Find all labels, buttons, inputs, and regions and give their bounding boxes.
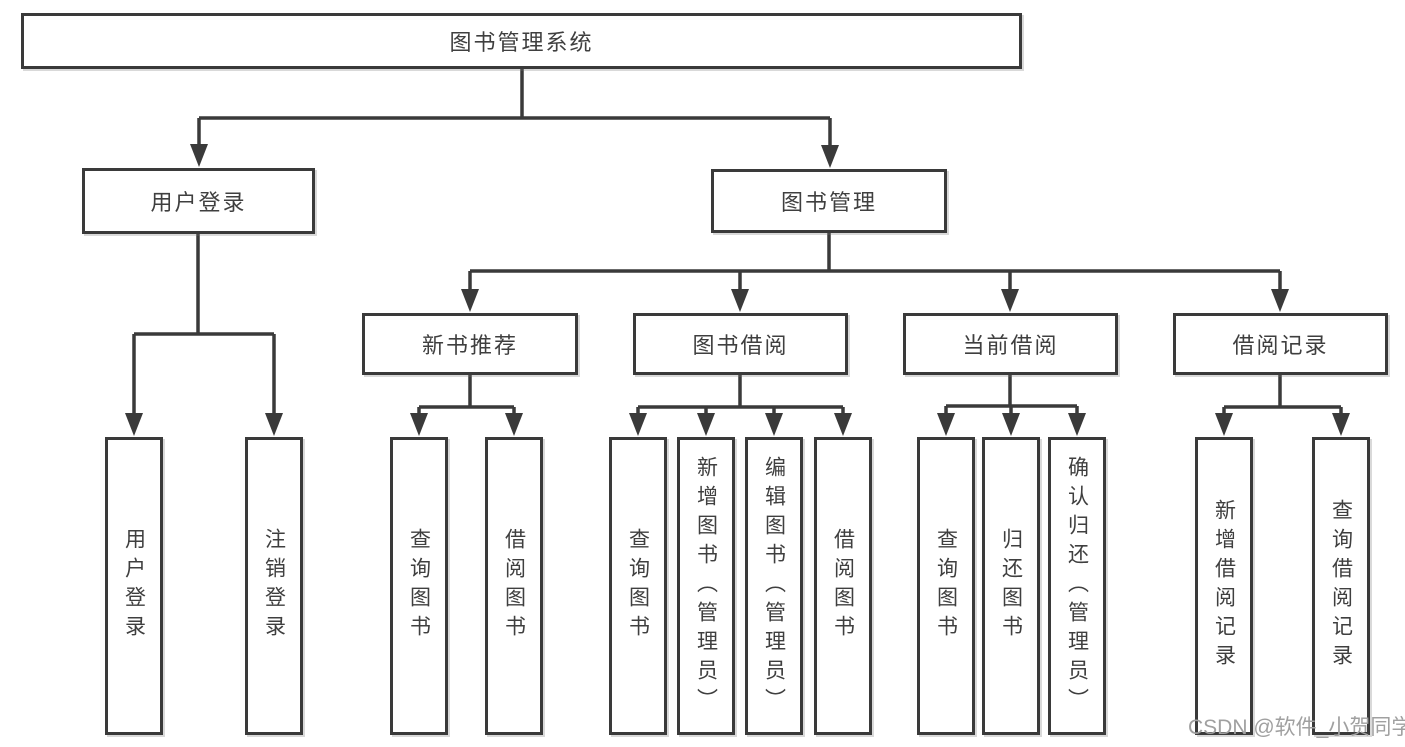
node-current-borrowing-label: 当前借阅: [962, 333, 1059, 358]
leaf-query-borrow-record: 查询借阅记录: [1312, 437, 1370, 735]
leaf-user-login-label: 用户登录: [122, 528, 146, 644]
leaf-borrow-books-borrowing-label: 借阅图书: [831, 528, 855, 644]
node-book-borrowing: 图书借阅: [633, 313, 848, 375]
node-book-borrowing-label: 图书借阅: [692, 333, 789, 358]
node-root-library-system: 图书管理系统: [21, 13, 1022, 69]
leaf-query-books-recommend-label: 查询图书: [407, 528, 431, 644]
leaf-add-book-admin-label: 新增图书（管理员）: [694, 455, 718, 717]
leaf-borrow-books-borrowing: 借阅图书: [814, 437, 872, 735]
node-current-borrowing: 当前借阅: [903, 313, 1118, 375]
leaf-return-book: 归还图书: [982, 437, 1040, 735]
leaf-confirm-return-admin-label: 确认归还（管理员）: [1065, 455, 1089, 717]
leaf-query-books-current-label: 查询图书: [934, 528, 958, 644]
node-borrow-records-label: 借阅记录: [1232, 333, 1329, 358]
leaf-borrow-books-recommend-label: 借阅图书: [502, 528, 526, 644]
node-new-book-recommend-label: 新书推荐: [421, 333, 518, 358]
node-book-management-label: 图书管理: [780, 190, 877, 215]
leaf-edit-book-admin-label: 编辑图书（管理员）: [762, 455, 786, 717]
leaf-logout-label: 注销登录: [262, 528, 286, 644]
node-user-login: 用户登录: [82, 168, 315, 234]
leaf-query-books-borrowing: 查询图书: [609, 437, 667, 735]
leaf-add-book-admin: 新增图书（管理员）: [677, 437, 735, 735]
node-user-login-label: 用户登录: [150, 190, 247, 215]
leaf-query-borrow-record-label: 查询借阅记录: [1329, 499, 1353, 673]
leaf-return-book-label: 归还图书: [999, 528, 1023, 644]
arrowheads: [125, 144, 1350, 436]
leaf-confirm-return-admin: 确认归还（管理员）: [1048, 437, 1106, 735]
leaf-query-books-current: 查询图书: [917, 437, 975, 735]
csdn-watermark: CSDN @软件_小贺同学: [1188, 716, 1405, 739]
leaf-add-borrow-record-label: 新增借阅记录: [1212, 499, 1236, 673]
leaf-query-books-borrowing-label: 查询图书: [626, 528, 650, 644]
node-new-book-recommend: 新书推荐: [362, 313, 578, 375]
leaf-edit-book-admin: 编辑图书（管理员）: [745, 437, 803, 735]
node-borrow-records: 借阅记录: [1173, 313, 1388, 375]
node-book-management: 图书管理: [711, 169, 947, 233]
leaf-borrow-books-recommend: 借阅图书: [485, 437, 543, 735]
leaf-query-books-recommend: 查询图书: [390, 437, 448, 735]
leaf-logout: 注销登录: [245, 437, 303, 735]
leaf-user-login: 用户登录: [105, 437, 163, 735]
node-root-label: 图书管理系统: [449, 30, 594, 55]
leaf-add-borrow-record: 新增借阅记录: [1195, 437, 1253, 735]
